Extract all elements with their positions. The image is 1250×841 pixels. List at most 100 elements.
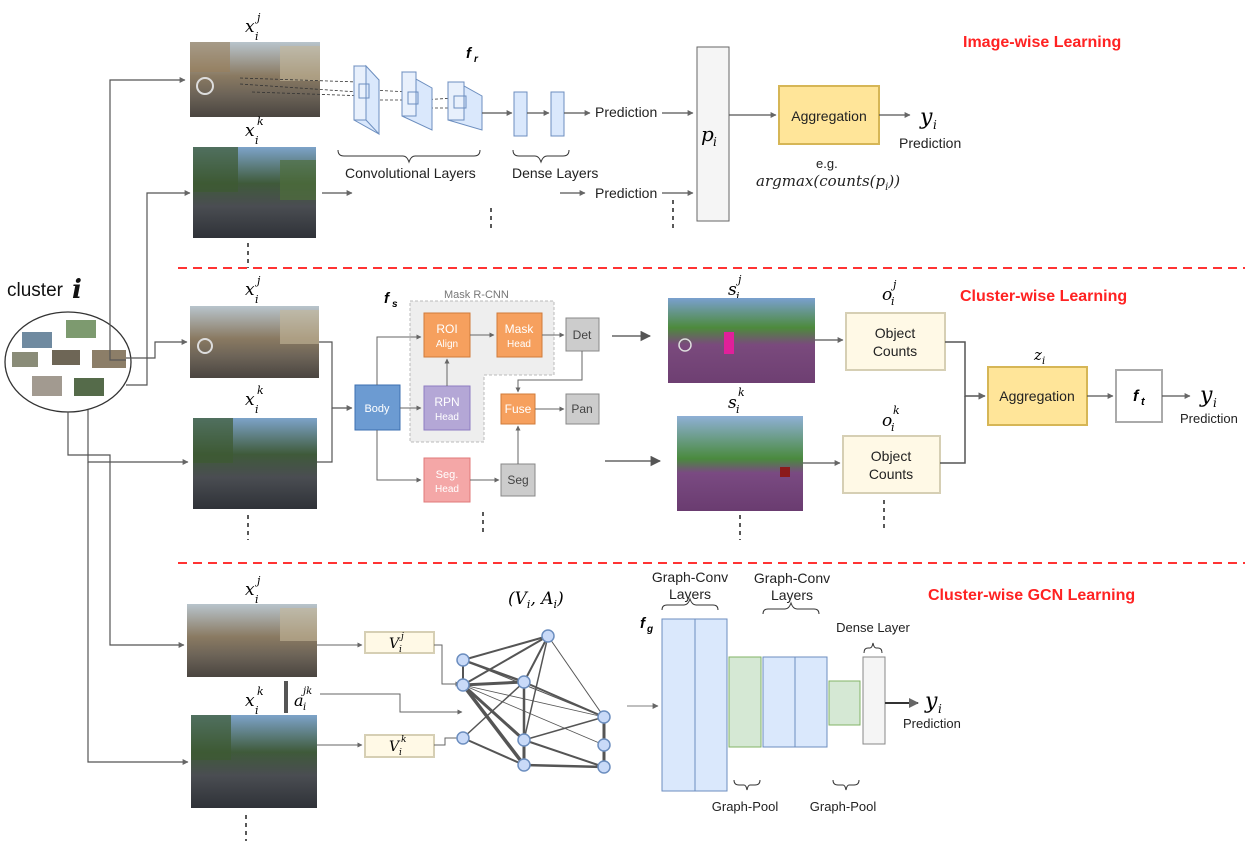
svg-text:i: i (255, 704, 259, 717)
graph-edges (461, 635, 606, 769)
yi-prediction-1: Prediction (899, 135, 961, 151)
graph-pool-label-1: Graph-Pool (712, 799, 779, 814)
section-title-gcn: Cluster-wise GCN Learning (928, 587, 1135, 604)
svg-text:g: g (646, 624, 653, 635)
ft-box (1115, 369, 1163, 423)
eg-label: e.g. (816, 156, 838, 171)
segmented-image-k (677, 416, 803, 511)
dense-layer-1 (513, 91, 528, 137)
fuse-box (500, 393, 536, 425)
svg-text:i: i (255, 30, 259, 43)
yi-prediction-3: Prediction (903, 716, 961, 731)
row-image-wise: x i j x i k (190, 11, 961, 268)
graph-pool-1 (728, 656, 762, 748)
dense-layer-label: Dense Layer (836, 620, 910, 635)
svg-text:x: x (245, 390, 255, 410)
svg-text:j: j (735, 273, 742, 286)
mask-rcnn-label: Mask R-CNN (444, 289, 509, 301)
svg-text:Seg.: Seg. (436, 469, 459, 481)
vij-box (364, 631, 435, 654)
svg-text:i: i (891, 295, 895, 308)
yi-label-3: y (924, 689, 938, 714)
svg-text:Layers: Layers (771, 587, 813, 603)
svg-text:j: j (254, 274, 261, 287)
svg-text:i: i (736, 290, 740, 303)
graph-conv-2b (794, 656, 828, 748)
svg-text:i: i (399, 748, 402, 758)
dense-layer-2 (550, 91, 565, 137)
svg-text:i: i (255, 293, 259, 306)
cluster-thumb-5 (92, 350, 126, 368)
yi-label-2: y (1199, 383, 1213, 408)
section-title-image-wise: Image-wise Learning (963, 34, 1121, 51)
svg-text:Head: Head (435, 412, 459, 423)
dense-label: Dense Layers (512, 165, 598, 181)
seg-box (500, 463, 536, 497)
graph-pool-2 (828, 680, 861, 726)
segmented-image-j (668, 298, 815, 383)
conv-brace (337, 149, 481, 164)
svg-text:x: x (245, 580, 255, 600)
svg-text:k: k (257, 685, 264, 698)
svg-text:k: k (257, 384, 264, 397)
row-cluster-wise: x i j x i k Mask R-CNN f s Body ROI Alig… (190, 273, 1238, 540)
graph-pool-label-2: Graph-Pool (810, 799, 877, 814)
vik-box (364, 734, 435, 758)
pi-box (696, 46, 730, 222)
aggregation-box-1 (778, 85, 880, 145)
yi-label-1: y (919, 105, 933, 130)
svg-text:x: x (245, 280, 255, 300)
svg-text:i: i (399, 645, 402, 655)
svg-text:s: s (392, 299, 398, 310)
svg-text:k: k (401, 735, 406, 745)
aggregation-label-1: Aggregation (791, 108, 867, 124)
svg-text:RPN: RPN (434, 395, 459, 409)
svg-text:i: i (933, 118, 937, 132)
svg-text:jk: jk (301, 686, 312, 697)
formula: argmax(counts(pi)) (756, 172, 900, 193)
svg-text:i: i (255, 403, 259, 416)
prediction-2: Prediction (595, 185, 657, 201)
label-oij: o (882, 285, 892, 305)
svg-text:j: j (890, 278, 897, 291)
svg-text:t: t (1141, 396, 1146, 408)
graph-conv-label-2: Graph-Conv (754, 570, 830, 586)
svg-text:k: k (893, 404, 900, 417)
label-xik: x (245, 121, 255, 141)
fs-label: f (384, 290, 391, 307)
svg-text:Fuse: Fuse (505, 402, 532, 416)
svg-text:V: V (389, 739, 401, 755)
svg-text:Pan: Pan (571, 402, 592, 416)
cluster-thumb-7 (74, 378, 104, 396)
cluster-thumb-1 (22, 332, 52, 348)
svg-text:k: k (738, 386, 745, 399)
svg-text:Body: Body (364, 403, 390, 415)
dense-brace (512, 149, 570, 164)
cluster-thumb-6 (32, 376, 62, 396)
graph-conv-1a (661, 618, 696, 792)
svg-text:i: i (736, 403, 740, 416)
pi-label: p (701, 122, 714, 146)
conv-label: Convolutional Layers (345, 165, 476, 181)
svg-text:i: i (1042, 356, 1045, 367)
pan-box (565, 393, 600, 425)
aggregation-label-2: Aggregation (999, 388, 1075, 404)
aggregation-box-2 (987, 366, 1088, 426)
row-gcn: x i j a i jk x i k V i j V i k (Vi, Ai) (187, 569, 961, 841)
svg-text:Layers: Layers (669, 586, 711, 602)
svg-text:i: i (1213, 396, 1217, 410)
cluster-label: cluster (7, 280, 64, 301)
svg-text:Det: Det (573, 328, 592, 342)
graph-nodes (456, 629, 611, 774)
cluster-connectors (67, 77, 191, 765)
svg-text:i: i (303, 702, 306, 713)
mask-head-box (496, 312, 543, 358)
dense-layer-box (862, 656, 886, 745)
prediction-1: Prediction (595, 104, 657, 120)
graph-conv-label-1: Graph-Conv (652, 569, 728, 585)
rpn-head-box (423, 385, 471, 431)
svg-text:Object: Object (875, 325, 916, 341)
svg-text:j: j (254, 574, 261, 587)
label-zi: z (1033, 346, 1042, 364)
svg-text:j: j (399, 632, 404, 642)
